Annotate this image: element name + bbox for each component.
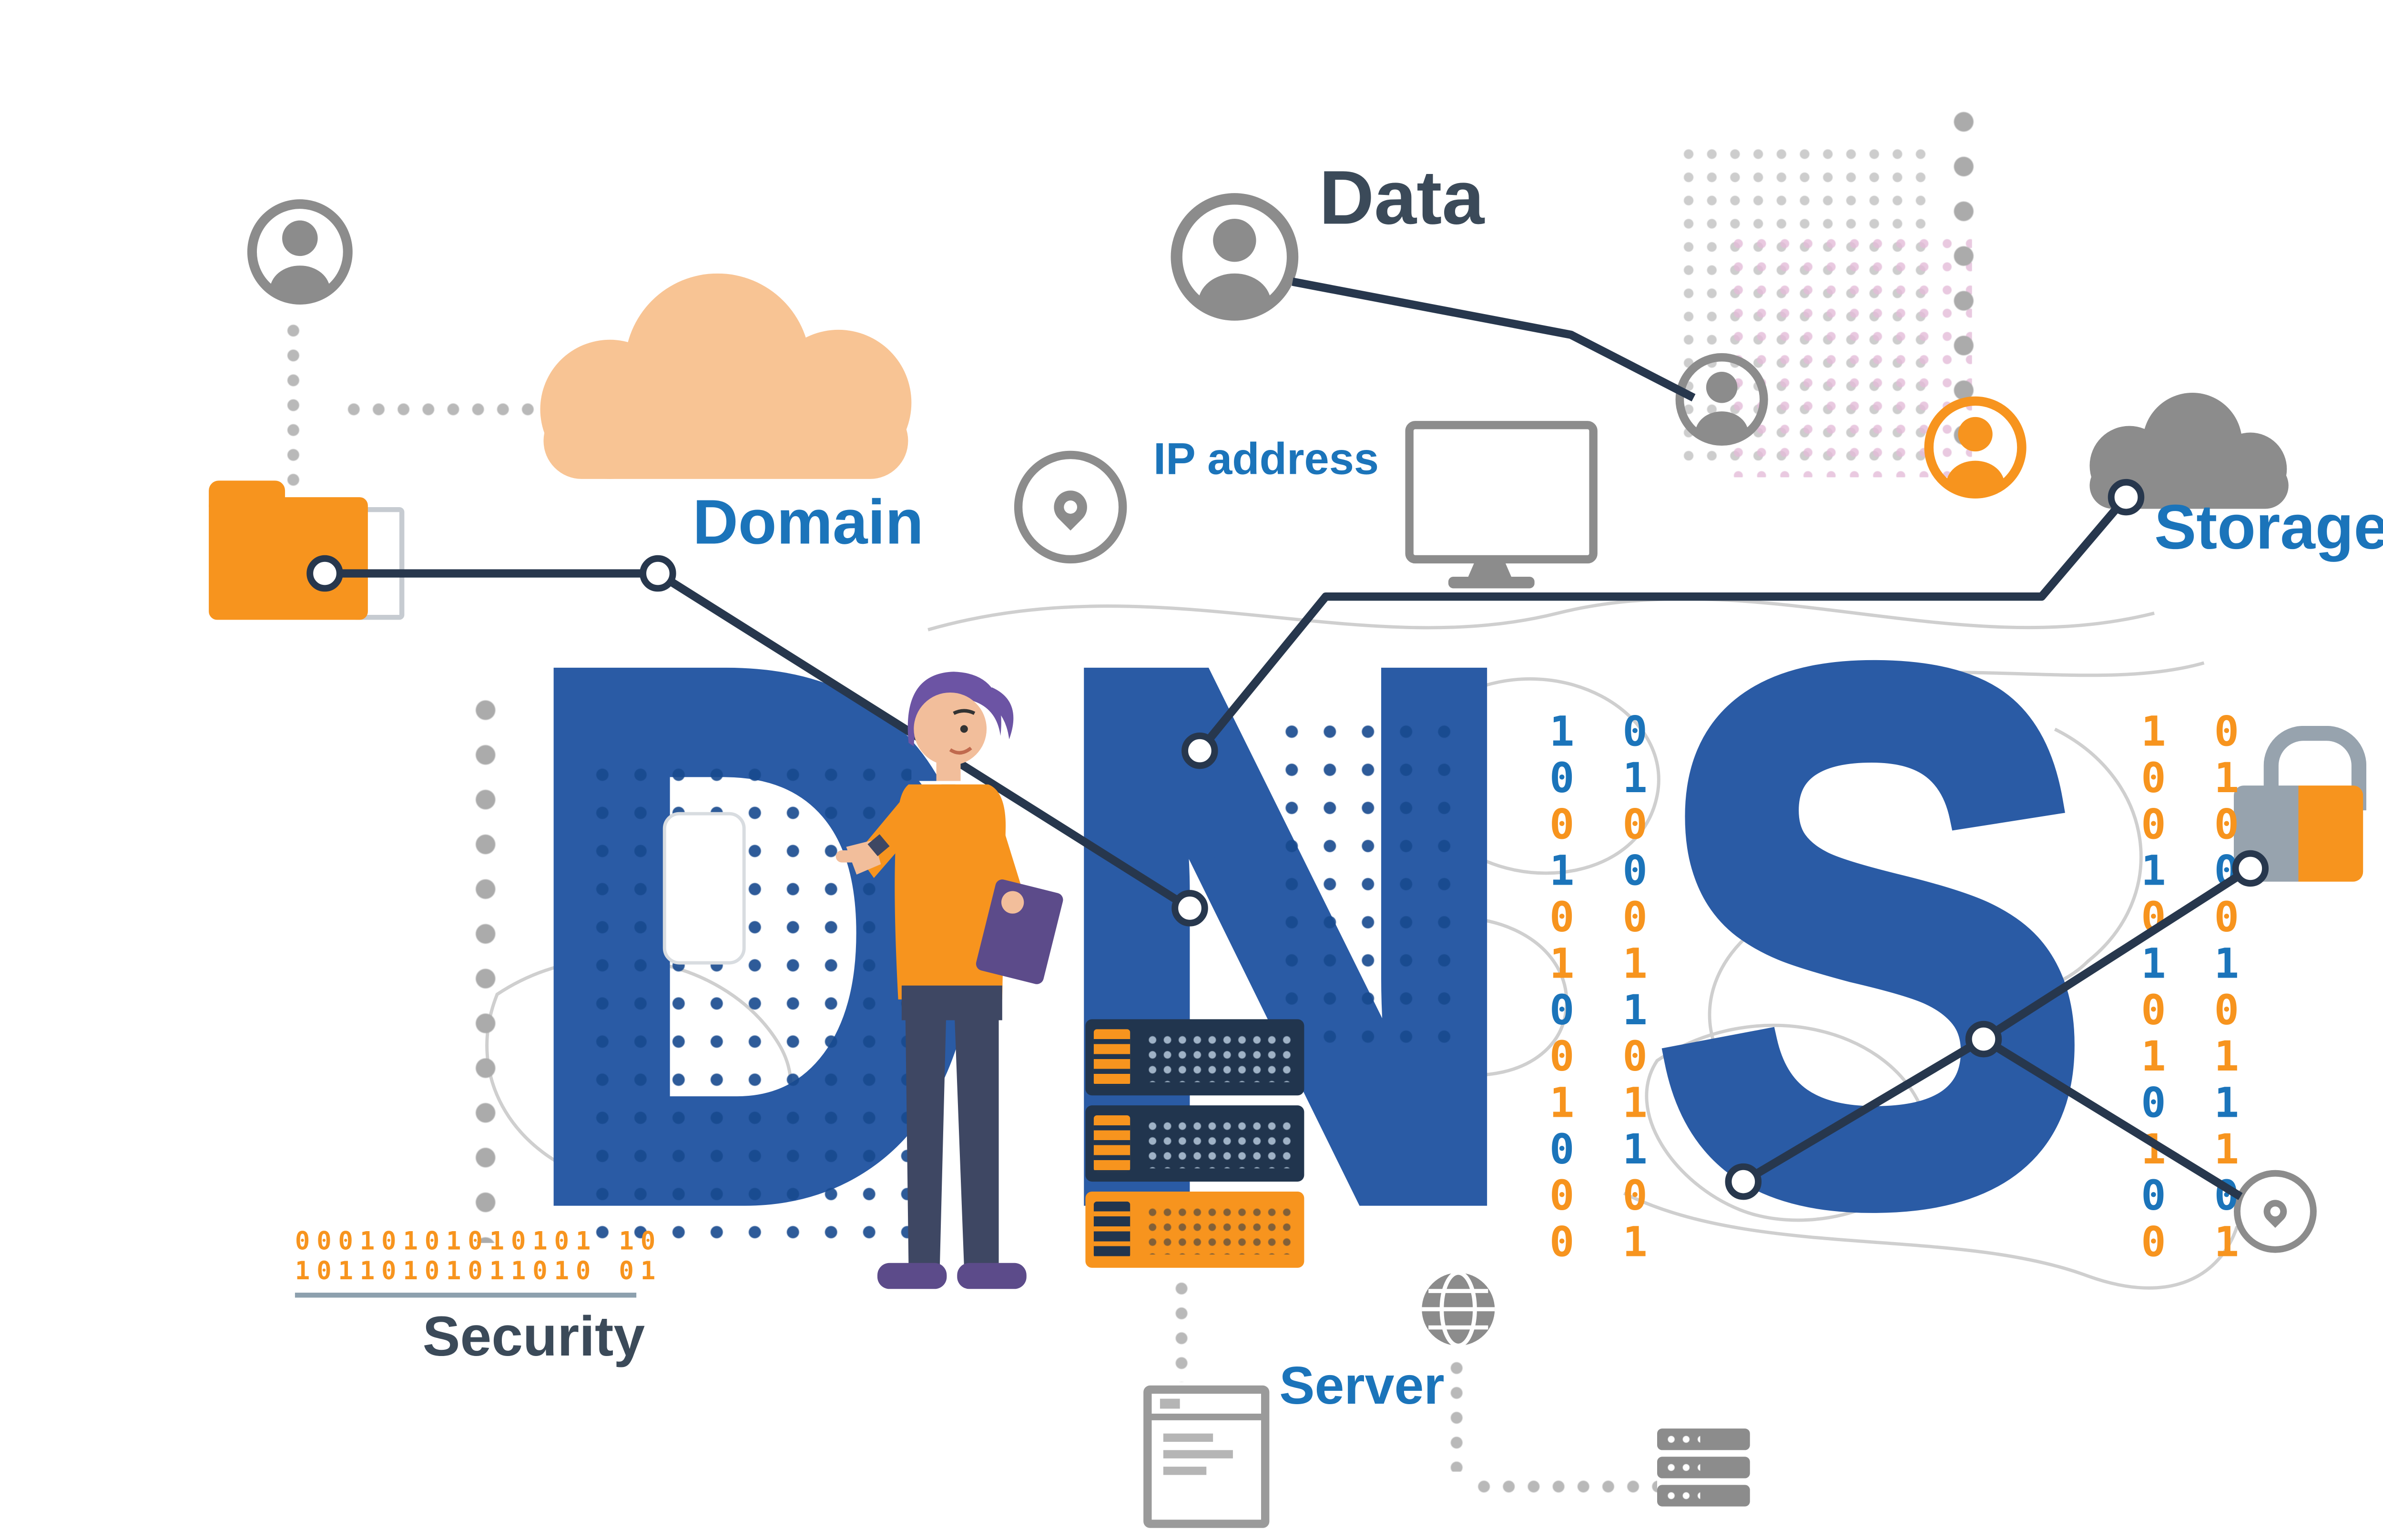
folder-icon xyxy=(209,497,368,620)
binary-row: 0 1 xyxy=(1549,1218,1660,1266)
dns-letter-s: S xyxy=(1646,520,2100,1351)
label-security: Security xyxy=(422,1305,645,1369)
binary-row: 1 1 xyxy=(1549,939,1660,988)
person-leg xyxy=(905,992,947,1267)
smartphone-icon xyxy=(662,812,746,965)
dot-grid-letter-n xyxy=(1273,713,1458,1064)
dotted-line-globe-stack xyxy=(1471,1475,1657,1499)
person-hand xyxy=(1001,891,1024,914)
browser-window-icon xyxy=(1143,1385,1270,1528)
label-data: Data xyxy=(1319,154,1485,241)
binary-row: 0 1 xyxy=(2141,754,2251,802)
binary-row: 00010101010101 10 xyxy=(295,1226,662,1256)
browser-header-block xyxy=(1160,1398,1180,1409)
dot-grid-letter-d xyxy=(583,755,912,1253)
binary-row: 0 0 xyxy=(2141,800,2251,849)
person-hair xyxy=(985,687,1014,740)
browser-text-line xyxy=(1163,1467,1207,1475)
person-face xyxy=(914,692,987,765)
user-icon xyxy=(1171,193,1299,321)
browser-header xyxy=(1151,1394,1261,1420)
binary-row: 0 0 xyxy=(1549,1032,1660,1081)
label-ip-address: IP address xyxy=(1153,434,1379,484)
monitor-icon xyxy=(1405,421,1598,564)
browser-text-line xyxy=(1163,1433,1213,1442)
binary-row: 0 0 xyxy=(1549,893,1660,941)
person-illustration xyxy=(835,672,1063,1289)
globe-icon xyxy=(1422,1270,1495,1348)
label-storage: Storage xyxy=(2154,494,2383,564)
database-stack-icon xyxy=(1657,1457,1750,1479)
dotted-line-rack-browser xyxy=(1170,1276,1193,1382)
security-binary-block: 00010101010101 10 10110101011010 01 xyxy=(295,1226,662,1286)
dotted-line-user-folder xyxy=(282,318,305,488)
person-shoe xyxy=(957,1263,1027,1289)
user-icon xyxy=(1675,353,1768,446)
rack-panel xyxy=(1093,1201,1130,1258)
binary-row: 1 1 xyxy=(2141,1032,2251,1081)
dotted-line-globe-down xyxy=(1445,1356,1468,1472)
server-rack-icon xyxy=(1085,1019,1304,1096)
binary-column-left: 1 0 0 1 0 0 1 0 0 0 1 1 0 1 0 0 1 1 0 1 … xyxy=(1549,707,1660,1266)
tablet-icon xyxy=(976,879,1063,984)
rack-led-grid xyxy=(1145,1204,1293,1255)
binary-row: 0 1 xyxy=(1549,1125,1660,1173)
binary-row: 1 0 xyxy=(2141,707,2251,756)
binary-row: 0 0 xyxy=(1549,1172,1660,1220)
server-rack-icon xyxy=(1085,1105,1304,1182)
cloud-icon xyxy=(540,273,912,479)
label-domain: Domain xyxy=(692,489,924,559)
monitor-base xyxy=(1448,576,1535,589)
person-leg xyxy=(953,992,999,1267)
binary-row: 1 0 xyxy=(1549,846,1660,895)
dotted-column-right xyxy=(1948,99,1979,478)
rack-panel xyxy=(1093,1115,1130,1172)
user-icon xyxy=(247,199,353,305)
binary-row: 0 1 xyxy=(1549,754,1660,802)
database-stack-icon xyxy=(1657,1428,1750,1450)
rack-panel xyxy=(1093,1029,1130,1086)
rack-led-grid xyxy=(1145,1032,1293,1082)
binary-row: 1 1 xyxy=(2141,939,2251,988)
browser-text-line xyxy=(1163,1450,1233,1458)
binary-row: 0 0 xyxy=(2141,986,2251,1034)
label-server: Server xyxy=(1279,1356,1445,1416)
dotted-column-left xyxy=(470,687,501,1243)
user-icon-orange xyxy=(1924,396,2027,499)
binary-row: 0 1 xyxy=(1549,986,1660,1034)
binary-row: 1 0 xyxy=(1549,707,1660,756)
binary-row: 0 0 xyxy=(1549,800,1660,849)
binary-row: 10110101011010 01 xyxy=(295,1256,662,1286)
person-hair xyxy=(907,672,1001,746)
server-rack-icon xyxy=(1085,1191,1304,1268)
security-underline xyxy=(295,1293,637,1298)
person-shoe xyxy=(877,1263,947,1289)
rack-led-grid xyxy=(1145,1118,1293,1169)
binary-row: 0 1 xyxy=(2141,1079,2251,1127)
person-watch xyxy=(867,834,890,857)
binary-row: 0 1 xyxy=(2141,1218,2251,1266)
person-arm xyxy=(974,791,1023,906)
storage-cloud-icon xyxy=(2089,393,2289,509)
database-stack-icon xyxy=(1657,1485,1750,1507)
binary-row: 1 1 xyxy=(1549,1079,1660,1127)
